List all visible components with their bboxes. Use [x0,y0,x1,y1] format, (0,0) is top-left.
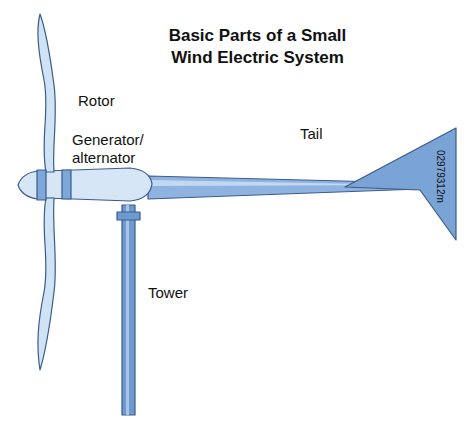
figure-code: 02979312m [434,150,446,203]
rotor-blade [38,14,55,172]
part-label: Tail [300,125,323,143]
rotor-blade [38,198,55,370]
hub-band [37,170,46,200]
generator-band [62,170,71,199]
part-label: Generator/ alternator [72,131,154,167]
tail-fin [345,128,456,240]
nose-cone [18,171,38,199]
generator-housing [45,168,152,201]
tower-pole [122,205,135,415]
part-label: Tower [148,284,188,302]
diagram-title: Basic Parts of a Small Wind Electric Sys… [150,25,365,69]
part-label: Rotor [78,92,115,110]
tower-flange [117,212,140,220]
